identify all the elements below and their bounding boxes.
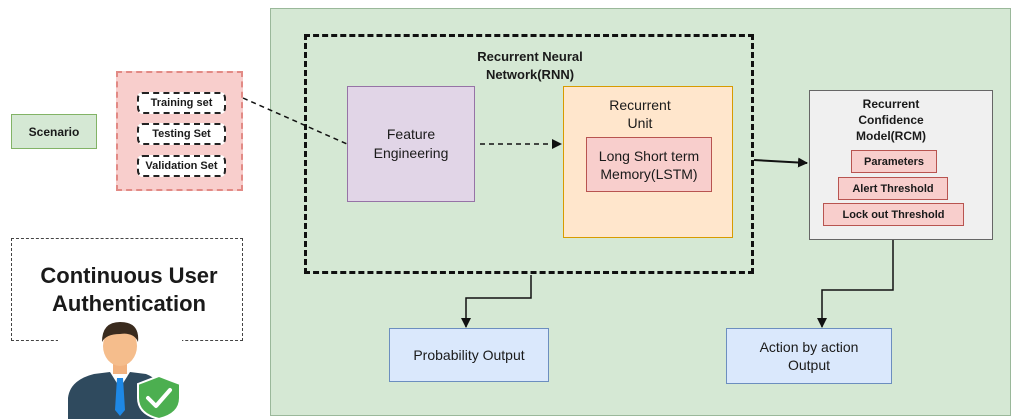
recurrent-unit-title-line2: Unit <box>627 115 653 131</box>
rnn-title: Recurrent Neural Network(RNN) <box>430 48 630 84</box>
validation-set-node: Validation Set <box>137 155 226 177</box>
action-output-node: Action by action Output <box>726 328 892 384</box>
rcm-to-action-arrow <box>817 240 894 328</box>
cua-title-line1: Continuous User <box>40 263 218 288</box>
probability-output-label: Probability Output <box>413 347 525 363</box>
parameters-node: Parameters <box>851 150 937 173</box>
training-set-label: Training set <box>150 97 213 109</box>
rcm-title-line2: Confidence <box>858 113 924 127</box>
testing-set-node: Testing Set <box>137 123 226 145</box>
recurrent-unit-title-line1: Recurrent <box>609 97 671 113</box>
user-shield-icon <box>58 312 182 419</box>
action-output-line1: Action by action <box>759 339 859 355</box>
scenario-node: Scenario <box>11 114 97 149</box>
rnn-container <box>304 34 754 274</box>
rcm-title: Recurrent Confidence Model(RCM) <box>828 96 954 144</box>
lockout-threshold-node: Lock out Threshold <box>823 203 964 226</box>
lstm-line1: Long Short term <box>598 147 700 164</box>
probability-output-node: Probability Output <box>389 328 549 382</box>
dataset-to-feature-connector <box>242 97 348 145</box>
rnn-to-rcm-arrow <box>753 157 808 168</box>
recurrent-unit-title: Recurrent Unit <box>563 96 717 132</box>
feature-engineering-node: Feature Engineering <box>347 86 475 202</box>
rnn-title-line1: Recurrent Neural <box>477 49 583 64</box>
rcm-title-line1: Recurrent <box>862 97 920 111</box>
cua-title-line2: Authentication <box>52 291 206 316</box>
rcm-title-line3: Model(RCM) <box>856 129 926 143</box>
lockout-threshold-label: Lock out Threshold <box>842 208 945 221</box>
rnn-title-line2: Network(RNN) <box>485 67 575 82</box>
cua-title: Continuous User Authentication <box>18 262 240 318</box>
lstm-line2: Memory(LSTM) <box>600 165 698 182</box>
validation-set-label: Validation Set <box>145 160 218 172</box>
feature-engineering-line2: Engineering <box>373 145 449 161</box>
action-output-line2: Output <box>787 357 831 373</box>
training-set-node: Training set <box>137 92 226 114</box>
rnn-to-probability-arrow <box>461 275 532 328</box>
lstm-node: Long Short term Memory(LSTM) <box>586 137 712 192</box>
alert-threshold-node: Alert Threshold <box>838 177 948 200</box>
scenario-label: Scenario <box>28 124 80 139</box>
parameters-label: Parameters <box>864 155 924 168</box>
alert-threshold-label: Alert Threshold <box>852 182 934 195</box>
testing-set-label: Testing Set <box>152 128 211 140</box>
feature-engineering-line1: Feature <box>386 126 436 142</box>
